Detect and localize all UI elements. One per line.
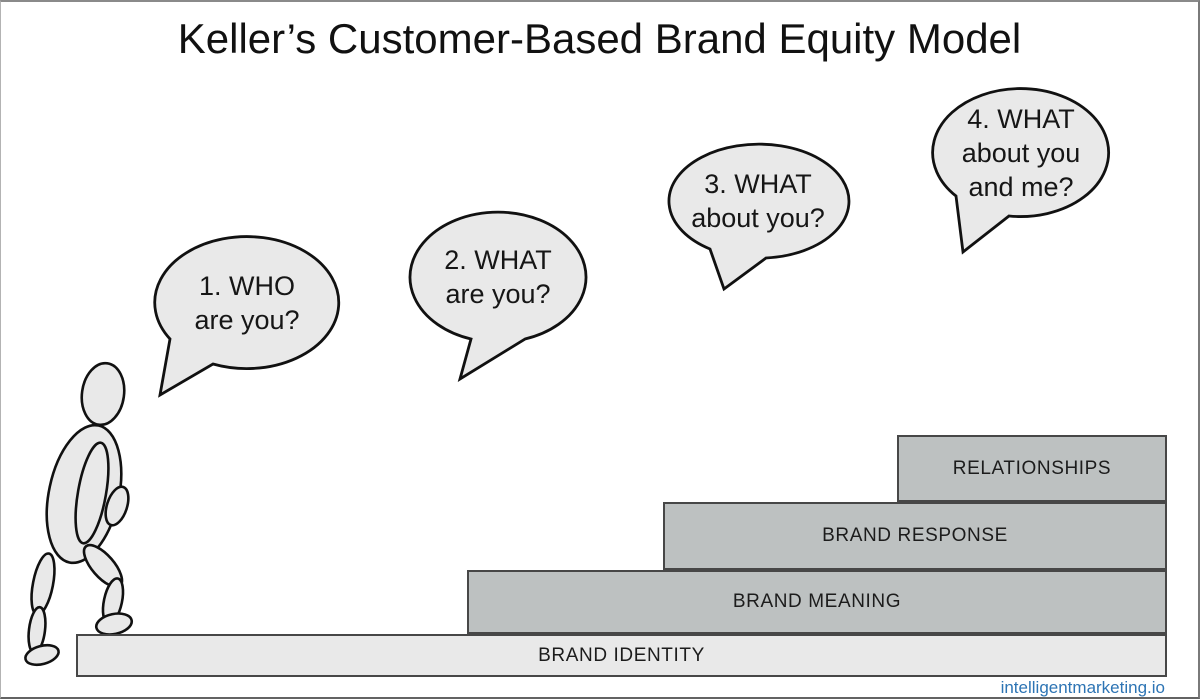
bubble-2-line-2: are you?	[445, 279, 551, 309]
step-relationships: RELATIONSHIPS	[897, 435, 1167, 502]
speech-bubble-3-text: 3. WHAT about you?	[668, 167, 848, 235]
speech-bubble-2-icon	[408, 210, 588, 383]
person-head	[80, 361, 126, 427]
step-brand-response: BRAND RESPONSE	[663, 502, 1167, 570]
bubble-4-line-3: and me?	[968, 172, 1074, 202]
speech-bubble-3-icon	[667, 142, 851, 292]
bubble-1-line-1: 1. WHO	[198, 271, 295, 301]
step-brand-meaning: BRAND MEANING	[467, 570, 1167, 634]
speech-bubble-1-icon	[153, 235, 341, 398]
bubble-3-line-1: 3. WHAT	[704, 169, 812, 199]
step-brand-response-label: BRAND RESPONSE	[822, 525, 1008, 546]
bubble-4-line-1: 4. WHAT	[967, 104, 1075, 134]
bubble-2-line-1: 2. WHAT	[444, 245, 552, 275]
person-arm	[74, 441, 110, 545]
speech-bubble-4-icon	[931, 87, 1111, 255]
speech-bubble-4-text: 4. WHAT about you and me?	[933, 102, 1109, 204]
step-relationships-label: RELATIONSHIPS	[952, 457, 1112, 479]
step-brand-identity-label: BRAND IDENTITY	[538, 644, 705, 666]
person-back-thigh	[30, 552, 56, 616]
person-front-foot	[94, 612, 134, 636]
person-back-foot	[24, 643, 60, 667]
step-brand-identity: BRAND IDENTITY	[76, 634, 1167, 677]
watermark-url: intelligentmarketing.io	[1000, 678, 1165, 697]
speech-bubble-2-text: 2. WHAT are you?	[410, 243, 586, 311]
bubble-4-line-2: about you	[961, 138, 1081, 168]
climbing-person-figure	[24, 361, 134, 667]
bubble-3-line-2: about you?	[691, 203, 825, 233]
diagram-title: Keller’s Customer-Based Brand Equity Mod…	[177, 15, 1022, 62]
speech-bubble-1-text: 1. WHO are you?	[155, 269, 339, 337]
step-brand-meaning-label: BRAND MEANING	[732, 591, 902, 612]
person-hand	[104, 485, 130, 527]
bubble-1-line-2: are you?	[194, 305, 300, 335]
